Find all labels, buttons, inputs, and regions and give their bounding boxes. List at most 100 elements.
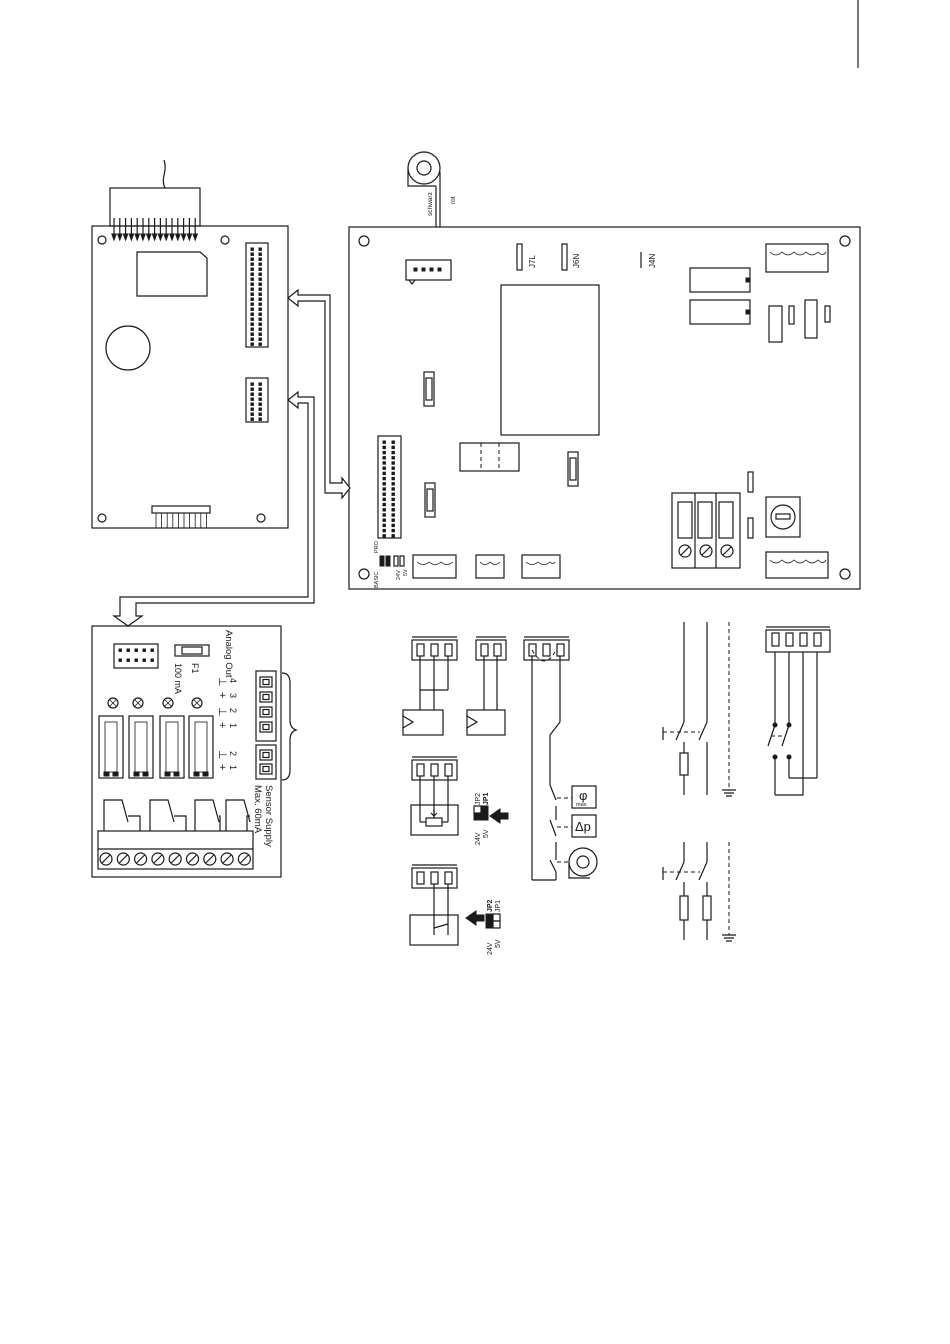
sensor-pin-number: 1 [228,765,238,770]
header-pin [392,498,394,500]
header-pin [259,288,261,290]
fuse-holder-1 [424,372,434,406]
board-main: schwarz rot J7L J6N J4N [349,152,860,589]
pin-row-legs [156,513,206,528]
header-pin [143,649,145,651]
label-phi-sub: max. [576,802,588,808]
connector-pin-tip [181,234,185,240]
sensor-connector-1 [403,637,457,735]
relay-pin [165,772,170,776]
bus-arrows [114,290,350,626]
header-pin [383,514,385,516]
label-jp2-b: JP2 [487,899,494,912]
header-pin [392,446,394,448]
relay-inner [135,722,147,772]
header-pin [259,313,261,315]
header-pin [383,503,385,505]
relay [160,716,184,778]
sensor-labels: 2⊥1+ [216,750,238,770]
airflow-sensor-chain: φ max. Δp [524,637,597,880]
screw-slot [240,855,248,863]
relay [129,716,153,778]
header-pin [392,462,394,464]
header-pin [259,268,261,270]
board-outline [349,227,860,589]
mount-hole [98,236,106,244]
mount-hole [359,236,369,246]
header-pin [392,441,394,443]
label-f1: F1 [190,663,200,674]
terminal-slot [260,764,272,774]
label-pro: PRO [374,540,380,553]
header-pin [392,467,394,469]
relay-pin [174,772,179,776]
connector-pin-tip [170,234,174,240]
connector-bottom-3 [522,555,560,578]
label-24v-main: 24V [396,570,402,580]
header-pin [383,467,385,469]
mount-hole [257,514,265,522]
label-5v-main: 5V [403,569,409,576]
connector-pin-tip [141,234,145,240]
pin-row-bottom [152,506,210,513]
header-pin [383,519,385,521]
header-pin [151,649,153,651]
header-pin [383,446,385,448]
relay-2-pin [746,310,750,314]
sensor-pin-polarity: ⊥ [216,750,228,760]
terminal-slot-inner [263,725,269,730]
fan-sensor-icon [408,152,440,184]
connector-pin-tip [135,234,139,240]
brace [282,673,296,780]
header-pin [251,308,253,310]
fuse-holder-2 [425,483,435,517]
label-5v-b: 5V [495,939,502,948]
connector-pin-tip [129,234,133,240]
terminal-block-bottom [766,552,828,578]
processor-chip [501,285,599,435]
header-pin [383,451,385,453]
header-pin [392,509,394,511]
header-pin [119,659,121,661]
jumper-j7l [517,244,522,270]
header-pin [251,278,253,280]
header-pin [251,293,253,295]
header-pin [383,535,385,537]
header-pin [383,524,385,526]
terminal-slot [260,750,272,760]
connector-key [409,280,415,284]
header-pin [392,488,394,490]
board-outline [92,226,288,528]
relay-2 [690,300,750,324]
header-pin [259,398,261,400]
analog-out-pin-polarity: ⊥ [216,677,228,687]
connector-pin-tip [147,234,151,240]
sensor-pin-number: 2 [228,751,238,756]
header-pin [259,303,261,305]
header-pin [383,493,385,495]
relay-1 [690,268,750,292]
sensor-pin-polarity: + [216,764,228,770]
label-phi: φ [579,788,587,803]
label-jp1-a: JP1 [483,792,490,805]
buzzer [106,326,150,370]
header-pin [119,649,121,651]
mount-hole [840,569,850,579]
header-pin [259,393,261,395]
terminal-slot-inner [263,767,269,772]
header-pin [251,288,253,290]
terminal-slot-inner [263,710,269,715]
header-pin [392,514,394,516]
fan-sensor-hub [417,161,431,175]
mount-hole [359,569,369,579]
connector-pin-tip [118,234,122,240]
header-pin [251,383,253,385]
screw-slot [102,855,110,863]
header-pin [259,323,261,325]
header-pin [259,333,261,335]
label-24v-a: 24V [475,832,482,845]
arrow-jp2 [466,911,484,925]
header-large [246,243,268,347]
terminal-block-top [766,244,828,272]
connector-pin-tip [164,234,168,240]
